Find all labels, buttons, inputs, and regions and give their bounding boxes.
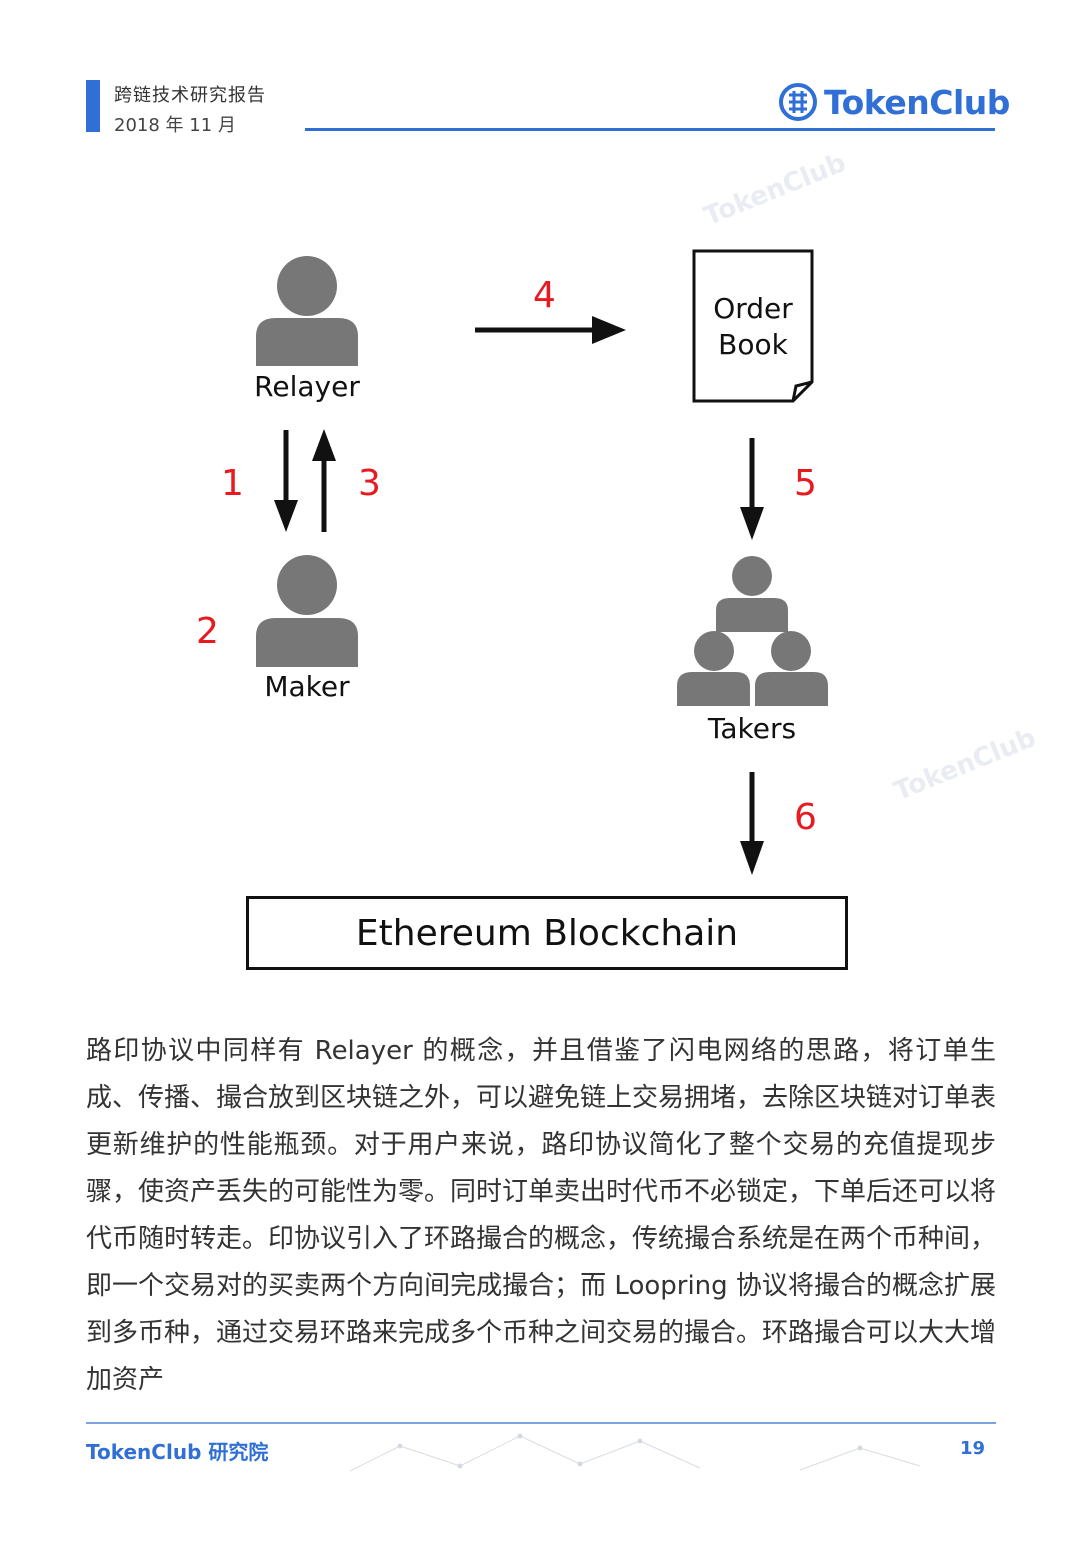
relayer-label: Relayer [254, 370, 360, 403]
step-number-5: 5 [794, 463, 817, 504]
page-number: 19 [960, 1438, 986, 1459]
header-accent-bar [86, 80, 100, 132]
step-number-2: 2 [196, 611, 219, 652]
report-date: 2018 年 11 月 [114, 115, 236, 136]
maker-label: Maker [264, 670, 350, 703]
order-book-label-line2: Book [718, 328, 788, 361]
ethereum-blockchain-label: Ethereum Blockchain [355, 912, 739, 954]
ethereum-blockchain-box: Ethereum Blockchain [246, 896, 848, 970]
order-book-label-line1: Order [713, 292, 793, 325]
step-number-1: 1 [221, 463, 244, 504]
step-number-3: 3 [358, 463, 381, 504]
tokenclub-logo-icon [779, 83, 817, 121]
takers-label: Takers [707, 712, 797, 745]
body-paragraph: 路印协议中同样有 Relayer 的概念，并且借鉴了闪电网络的思路，将订单生成、… [86, 1036, 997, 1395]
relayer-person-icon [256, 256, 358, 366]
logo-text: TokenClub [824, 82, 1010, 122]
footer-network-decoration [349, 1433, 921, 1472]
arrow-down-6 [740, 772, 764, 875]
maker-person-icon [256, 555, 358, 667]
step-number-4: 4 [533, 275, 556, 316]
arrow-down-1 [274, 430, 298, 532]
arrow-down-5 [740, 438, 764, 540]
header-divider [305, 128, 995, 131]
step-number-6: 6 [794, 797, 817, 838]
order-book-icon [692, 249, 814, 403]
arrow-right-4 [475, 316, 626, 344]
footer-organization: TokenClub 研究院 [86, 1440, 269, 1464]
report-title: 跨链技术研究报告 [114, 85, 266, 106]
brand-logo: TokenClub [778, 80, 1010, 124]
footer-divider [86, 1422, 996, 1424]
takers-group-icon [677, 556, 828, 706]
arrow-up-3 [312, 429, 336, 532]
relayer-flow-diagram [256, 249, 828, 875]
